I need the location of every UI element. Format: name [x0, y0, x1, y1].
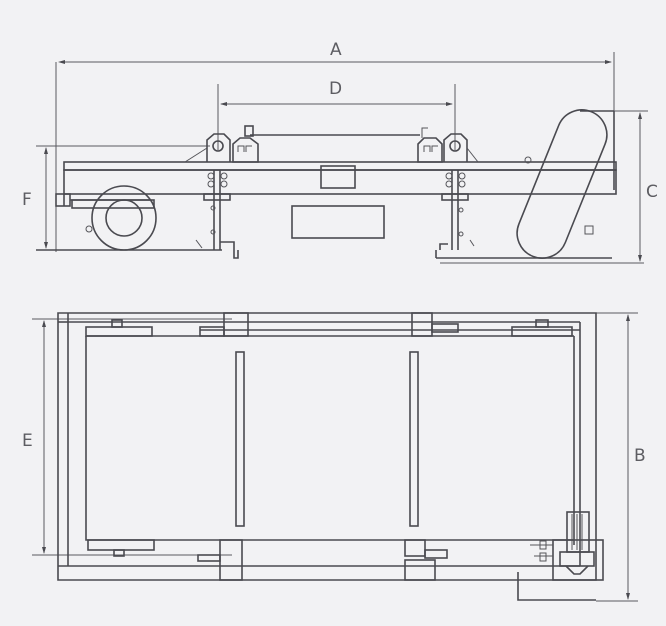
- dimension-f: F: [22, 145, 210, 249]
- label-f: F: [22, 190, 32, 210]
- label-e: E: [22, 431, 33, 451]
- right-bracket: [417, 127, 479, 250]
- label-b: B: [634, 446, 646, 466]
- dimension-c: C: [440, 110, 658, 264]
- dimension-d: D: [217, 79, 456, 150]
- cross-slat-right: [409, 351, 419, 527]
- label-a: A: [330, 40, 342, 60]
- plan-view: E B: [22, 312, 646, 602]
- dimension-e: E: [22, 318, 232, 556]
- left-drum: [91, 185, 157, 251]
- belt: [85, 336, 574, 541]
- frame-body: [63, 169, 617, 195]
- label-d: D: [329, 79, 342, 99]
- label-c: C: [646, 182, 658, 202]
- nameplate-upper: [320, 165, 356, 189]
- cross-slat-left: [235, 351, 245, 527]
- motor-reducer: [517, 511, 604, 601]
- side-elevation-view: A D F C: [22, 40, 658, 264]
- right-drive-drum: [516, 109, 608, 259]
- left-bracket: [184, 125, 259, 259]
- dimension-a: A: [55, 40, 615, 252]
- junction-box: [291, 205, 385, 239]
- dimension-b: B: [596, 312, 646, 602]
